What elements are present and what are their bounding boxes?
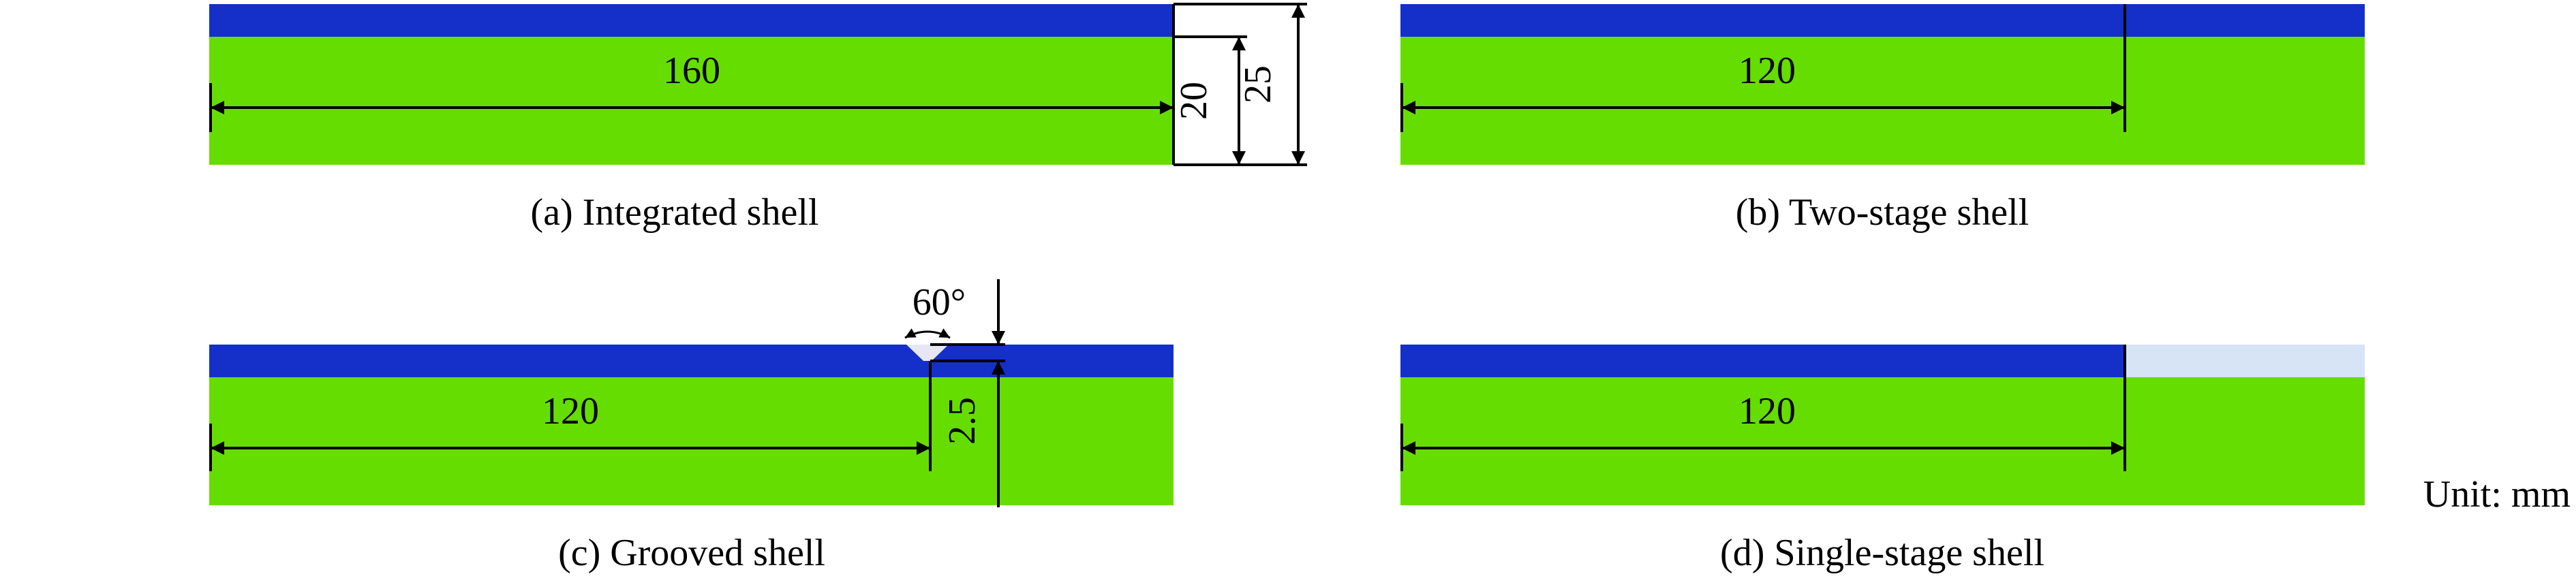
panel-d-removed-shell-region	[2125, 345, 2365, 377]
panel-a-integrated-shell: 160 20 25 (a) Integrated shell	[209, 3, 1307, 234]
panel-c-depth-label: 2.5	[941, 397, 983, 445]
panel-c-steel-shell	[209, 345, 1174, 377]
panel-a-steel-shell	[209, 4, 1174, 37]
panel-a-inner-label: 20	[1173, 82, 1215, 120]
panel-b-caption: (b) Two-stage shell	[1736, 191, 2029, 234]
unit-label: Unit: mm	[2423, 473, 2571, 515]
panel-b-two-stage-shell: 120 (b) Two-stage shell	[1400, 4, 2365, 234]
panel-c-length-label: 120	[542, 390, 599, 432]
panel-c-grooved-shell: 60° 120 2.5 (c) Grooved shell	[209, 279, 1174, 574]
panel-c-charge	[209, 377, 1174, 505]
panel-a-length-label: 160	[663, 50, 720, 92]
panel-b-length-label: 120	[1738, 50, 1796, 92]
panel-d-caption: (d) Single-stage shell	[1720, 532, 2044, 574]
panel-c-angle-arc	[904, 328, 951, 339]
panel-d-steel-shell	[1400, 345, 2125, 377]
panel-d-single-stage-shell: 120 (d) Single-stage shell	[1400, 345, 2365, 574]
panel-b-steel-shell	[1400, 4, 2365, 37]
panel-c-caption: (c) Grooved shell	[558, 532, 825, 574]
panel-a-outer-label: 25	[1237, 65, 1279, 104]
panel-c-angle-label: 60°	[913, 281, 966, 323]
panel-b-charge	[1400, 37, 2365, 165]
panel-d-length-label: 120	[1738, 390, 1796, 432]
panel-a-caption: (a) Integrated shell	[531, 191, 819, 234]
panel-c-v-groove	[906, 345, 949, 361]
panel-d-charge	[1400, 377, 2365, 505]
